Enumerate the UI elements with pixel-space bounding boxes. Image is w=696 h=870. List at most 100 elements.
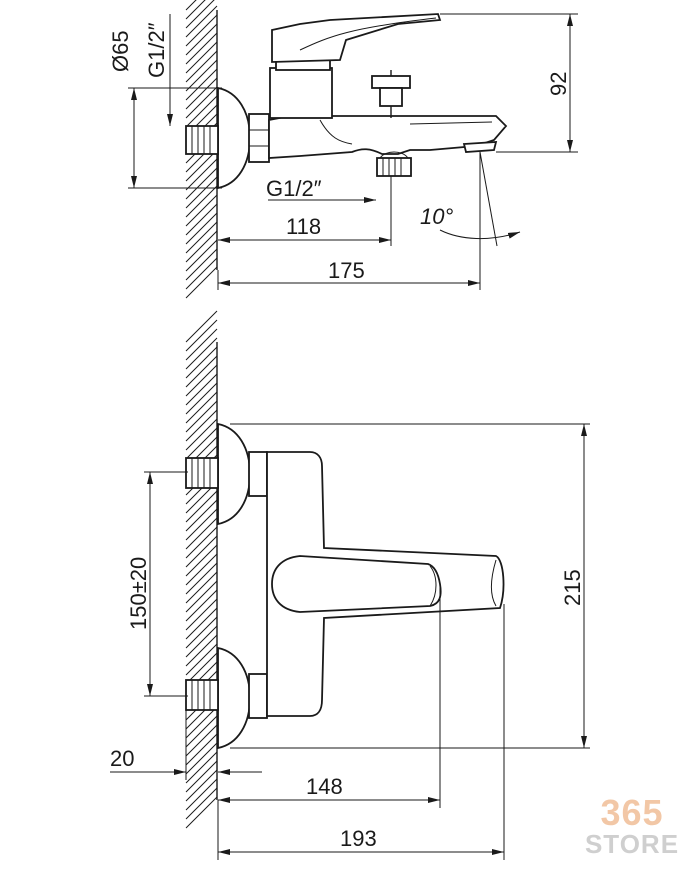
hatch-line bbox=[185, 176, 218, 209]
hatch-line bbox=[185, 418, 218, 451]
wall-bottom bbox=[185, 310, 218, 829]
hatch-line bbox=[185, 266, 218, 299]
hatch-line bbox=[185, 553, 218, 586]
hatch-line bbox=[185, 508, 218, 541]
watermark-number: 365 bbox=[600, 792, 664, 833]
hatch-line bbox=[185, 571, 218, 604]
hatch-line bbox=[185, 50, 218, 83]
hatch-line bbox=[185, 337, 218, 370]
hatch-line bbox=[185, 203, 218, 236]
hatch-line bbox=[185, 355, 218, 388]
hatch-line bbox=[185, 0, 197, 11]
hatch-line bbox=[185, 607, 218, 640]
label-wall-offset: 20 bbox=[110, 746, 134, 771]
hatch-line bbox=[185, 194, 218, 227]
lever-handle-top bbox=[271, 13, 442, 63]
wall-flange-top bbox=[217, 86, 251, 190]
hatch-line bbox=[185, 230, 218, 263]
outlet-thread-top bbox=[376, 157, 412, 177]
hatch-line bbox=[185, 643, 218, 676]
dim-width-193 bbox=[217, 604, 505, 860]
nut-lower bbox=[248, 673, 268, 719]
hatch-line bbox=[185, 400, 218, 433]
inlet-thread-lower bbox=[185, 679, 219, 711]
hatch-line bbox=[185, 68, 218, 101]
hatch-line bbox=[185, 0, 206, 20]
hatch-line bbox=[185, 787, 218, 820]
hatch-line bbox=[185, 778, 218, 811]
diverter-knob-top bbox=[371, 75, 411, 89]
hatch-line bbox=[185, 77, 218, 110]
hatch-line bbox=[185, 562, 218, 595]
hatch-line bbox=[185, 257, 218, 290]
hatch-line bbox=[185, 41, 218, 74]
spout-outlet-top bbox=[462, 141, 498, 153]
label-angle: 10° bbox=[420, 204, 453, 229]
hatch-line bbox=[185, 185, 218, 218]
flange-lower bbox=[217, 646, 251, 750]
connector-nut-top bbox=[248, 113, 270, 163]
hatch-line bbox=[185, 86, 218, 119]
label-inlet-thread: G1/2″ bbox=[144, 22, 169, 78]
label-height-92: 92 bbox=[546, 72, 571, 96]
hatch-line bbox=[185, 526, 218, 559]
hatch-line bbox=[185, 5, 218, 38]
hatch-line bbox=[185, 427, 218, 460]
label-width-118: 118 bbox=[286, 214, 321, 239]
label-width-148: 148 bbox=[306, 774, 343, 799]
hatch-line bbox=[185, 409, 218, 442]
dim-height-92 bbox=[440, 13, 578, 153]
hatch-line bbox=[185, 319, 218, 352]
label-width-175: 175 bbox=[328, 258, 365, 283]
dim-height-215 bbox=[230, 423, 590, 749]
hatch-line bbox=[185, 544, 218, 577]
hatch-line bbox=[185, 580, 218, 613]
inlet-thread-top bbox=[185, 125, 219, 155]
hatch-line bbox=[185, 616, 218, 649]
hatch-line bbox=[185, 751, 218, 784]
hatch-line bbox=[185, 158, 218, 191]
hatch-line bbox=[185, 95, 218, 128]
front-view: 150±20 215 20 148 193 bbox=[110, 310, 590, 860]
hatch-line bbox=[185, 328, 218, 361]
hatch-line bbox=[185, 517, 218, 550]
hatch-line bbox=[185, 634, 218, 667]
hatch-line bbox=[185, 364, 218, 397]
hatch-line bbox=[185, 706, 218, 739]
hatch-line bbox=[185, 733, 218, 766]
hatch-line bbox=[185, 59, 218, 92]
hatch-line bbox=[185, 149, 218, 182]
dim-width-118 bbox=[218, 176, 392, 246]
label-outlet-thread: G1/2″ bbox=[266, 176, 322, 201]
nut-upper bbox=[248, 451, 268, 497]
hatch-line bbox=[185, 239, 218, 272]
hatch-line bbox=[185, 221, 218, 254]
dim-center-distance bbox=[144, 471, 188, 697]
dim-width-148 bbox=[218, 584, 441, 808]
dim-wall-offset bbox=[110, 710, 262, 780]
hatch-line bbox=[185, 310, 218, 343]
hatch-line bbox=[185, 248, 218, 281]
dim-diameter bbox=[128, 87, 222, 189]
hatch-line bbox=[185, 760, 218, 793]
label-diameter: Ø65 bbox=[108, 30, 133, 72]
hatch-line bbox=[185, 598, 218, 631]
hatch-line bbox=[185, 625, 218, 658]
hatch-line bbox=[185, 23, 218, 56]
hatch-line bbox=[185, 535, 218, 568]
hatch-line bbox=[185, 769, 218, 802]
dim-angle bbox=[439, 151, 521, 248]
cartridge-column-top bbox=[269, 67, 333, 119]
hatch-line bbox=[185, 652, 218, 685]
hatch-line bbox=[185, 589, 218, 622]
hatch-line bbox=[185, 724, 218, 757]
hatch-line bbox=[185, 0, 215, 29]
inlet-thread-upper bbox=[185, 457, 219, 489]
lever-handle-front bbox=[271, 555, 442, 613]
label-height-215: 215 bbox=[560, 569, 585, 606]
hatch-line bbox=[185, 499, 218, 532]
watermark-word: STORE bbox=[584, 829, 680, 859]
flange-upper bbox=[217, 422, 251, 526]
hatch-line bbox=[185, 346, 218, 379]
